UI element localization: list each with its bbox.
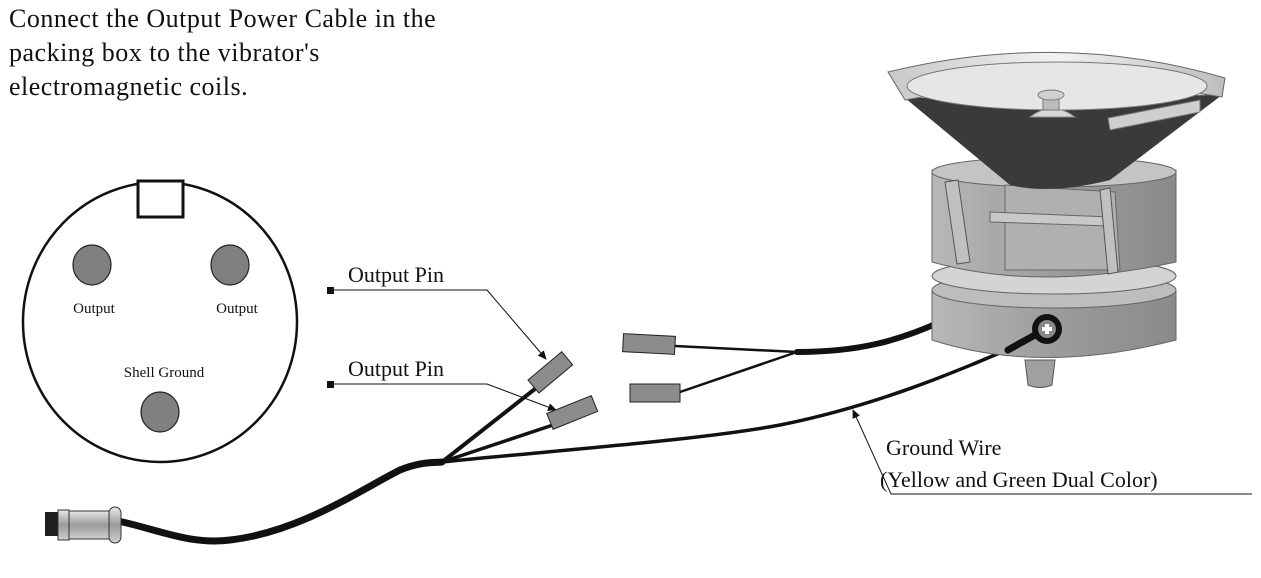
output-pin-terminal-2 bbox=[546, 394, 599, 430]
aviation-plug bbox=[45, 506, 122, 544]
instruction-line: electromagnetic coils. bbox=[9, 72, 249, 101]
instruction-line: packing box to the vibrator's bbox=[9, 38, 320, 67]
pin-label-output-left: Output bbox=[73, 301, 116, 317]
instruction-text: Connect the Output Power Cable in the pa… bbox=[9, 2, 436, 104]
svg-text:(Yellow and Green Dual Color): (Yellow and Green Dual Color) bbox=[880, 467, 1158, 492]
instruction-line: Connect the Output Power Cable in the bbox=[9, 4, 437, 33]
svg-text:Output Pin: Output Pin bbox=[348, 356, 444, 381]
vibratory-feeder bbox=[887, 51, 1226, 388]
output-pin-hole-left bbox=[72, 244, 112, 286]
svg-text:Ground Wire: Ground Wire bbox=[886, 435, 1001, 460]
svg-text:Output Pin: Output Pin bbox=[348, 262, 444, 287]
coil-terminal-1 bbox=[622, 333, 676, 355]
output-pin-terminal-1 bbox=[527, 351, 574, 394]
pin-label-output-right: Output bbox=[216, 301, 259, 317]
ground-wire-callout: Ground Wire (Yellow and Green Dual Color… bbox=[852, 409, 1252, 495]
pin-label-shell-ground: Shell Ground bbox=[124, 365, 205, 381]
connector-face: Output Output Shell Ground bbox=[21, 179, 299, 464]
output-pin-callout-1: Output Pin bbox=[327, 262, 547, 360]
power-cable bbox=[114, 338, 1031, 545]
coil-terminal-2 bbox=[629, 383, 681, 403]
output-pin-callout-2: Output Pin bbox=[327, 356, 557, 411]
connector-key-notch bbox=[136, 179, 185, 219]
ground-pin-hole bbox=[140, 391, 180, 433]
output-pin-hole-right bbox=[210, 244, 250, 286]
